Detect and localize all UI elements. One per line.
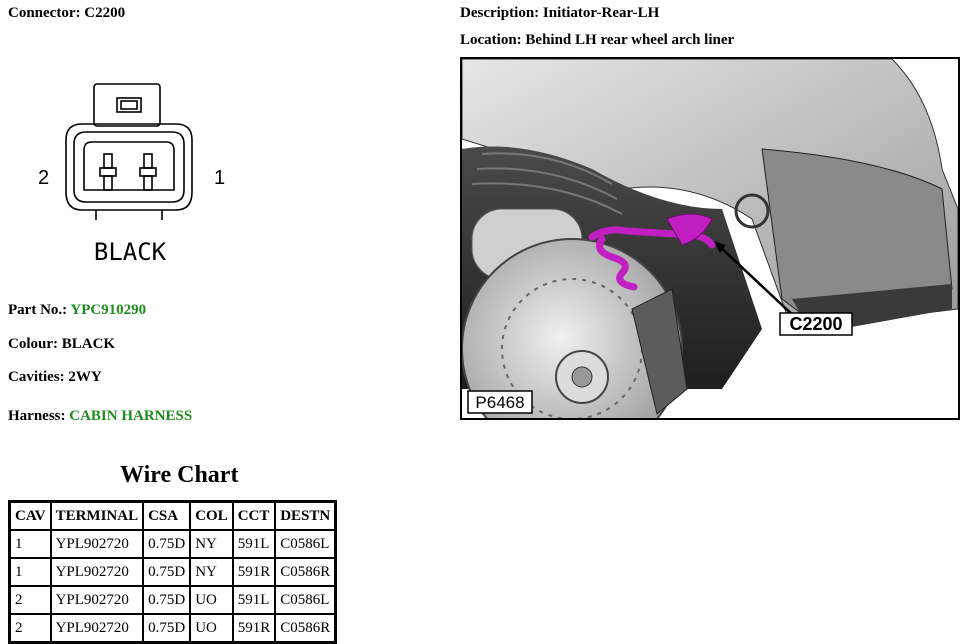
wire-chart-title: Wire Chart	[120, 462, 239, 488]
wheel-arch-illustration: C2200 P6468	[462, 59, 958, 418]
part-line: Part No.: YPC910290	[8, 302, 146, 319]
pin-2-label: 2	[38, 167, 49, 189]
cell-destn: C0586R	[274, 557, 337, 587]
cavities-value: 2WY	[68, 369, 102, 385]
terminal-2-body	[99, 167, 117, 177]
col-terminal: TERMINAL	[49, 500, 145, 531]
latch-window-inner	[120, 100, 138, 110]
harness-label: Harness:	[8, 408, 66, 424]
cell-terminal: YPL902720	[49, 585, 145, 615]
colour-label: Colour:	[8, 336, 58, 352]
location-line: Location: Behind LH rear wheel arch line…	[460, 32, 734, 49]
table-row: 1 YPL902720 0.75D NY 591L C0586L	[8, 529, 337, 559]
cell-terminal: YPL902720	[49, 529, 145, 559]
colour-caption: BLACK	[94, 238, 167, 266]
cell-col: UO	[189, 613, 234, 644]
photo-ref: P6468	[475, 393, 524, 412]
terminal-2-tail	[103, 175, 113, 191]
cavities-label: Cavities:	[8, 369, 65, 385]
cell-col: NY	[189, 529, 234, 559]
connector-value: C2200	[84, 5, 126, 21]
cell-col: NY	[189, 557, 234, 587]
cell-terminal: YPL902720	[49, 557, 145, 587]
cell-cav: 1	[8, 529, 52, 559]
cell-csa: 0.75D	[142, 585, 192, 615]
cell-csa: 0.75D	[142, 529, 192, 559]
table-row: 1 YPL902720 0.75D NY 591R C0586R	[8, 557, 337, 587]
connector-line: Connector: C2200	[8, 5, 125, 22]
colour-line: Colour: BLACK	[8, 336, 115, 353]
cell-cav: 2	[8, 613, 52, 644]
description-label: Description:	[460, 5, 540, 21]
part-label: Part No.:	[8, 302, 68, 318]
connector-face-diagram: 2 1 BLACK	[38, 83, 225, 266]
location-value: Behind LH rear wheel arch liner	[525, 32, 735, 48]
terminal-1-stem	[143, 153, 153, 169]
col-csa: CSA	[142, 500, 192, 531]
cell-csa: 0.75D	[142, 613, 192, 644]
terminal-1-tail	[143, 175, 153, 191]
part-number-link[interactable]: YPC910290	[70, 302, 147, 318]
latch-tab	[93, 83, 161, 127]
callout-label: C2200	[789, 314, 842, 334]
terminal-2-stem	[103, 153, 113, 169]
cell-terminal: YPL902720	[49, 613, 145, 644]
description-value: Initiator-Rear-LH	[542, 5, 660, 21]
cell-cct: 591L	[231, 585, 277, 615]
cell-cct: 591L	[231, 529, 277, 559]
cell-cav: 1	[8, 557, 52, 587]
cell-destn: C0586L	[274, 529, 337, 559]
cell-cav: 2	[8, 585, 52, 615]
cell-cct: 591R	[231, 557, 277, 587]
description-line: Description: Initiator-Rear-LH	[460, 5, 659, 22]
colour-value: BLACK	[61, 336, 116, 352]
cell-destn: C0586L	[274, 585, 337, 615]
location-photo: C2200 P6468	[460, 57, 960, 420]
housing-outer	[65, 123, 193, 211]
cavities-line: Cavities: 2WY	[8, 369, 102, 386]
terminal-1-body	[139, 167, 157, 177]
pin-1-label: 1	[214, 167, 225, 189]
col-col: COL	[189, 500, 234, 531]
harness-link[interactable]: CABIN HARNESS	[69, 408, 193, 424]
connector-label: Connector:	[8, 5, 81, 21]
harness-line: Harness: CABIN HARNESS	[8, 408, 192, 425]
cell-cct: 591R	[231, 613, 277, 644]
location-label: Location:	[460, 32, 522, 48]
wire-chart-header-row: CAV TERMINAL CSA COL CCT DESTN	[8, 500, 337, 531]
housing-inner	[73, 131, 185, 203]
wire-chart-table: CAV TERMINAL CSA COL CCT DESTN 1 YPL9027…	[8, 500, 338, 644]
cell-col: UO	[189, 585, 234, 615]
col-cav: CAV	[8, 500, 52, 531]
cavity-block	[83, 141, 175, 191]
table-row: 2 YPL902720 0.75D UO 591R C0586R	[8, 613, 337, 644]
col-destn: DESTN	[274, 500, 337, 531]
latch-window	[116, 97, 142, 113]
cell-csa: 0.75D	[142, 557, 192, 587]
col-cct: CCT	[231, 500, 277, 531]
cell-destn: C0586R	[274, 613, 337, 644]
table-row: 2 YPL902720 0.75D UO 591L C0586L	[8, 585, 337, 615]
